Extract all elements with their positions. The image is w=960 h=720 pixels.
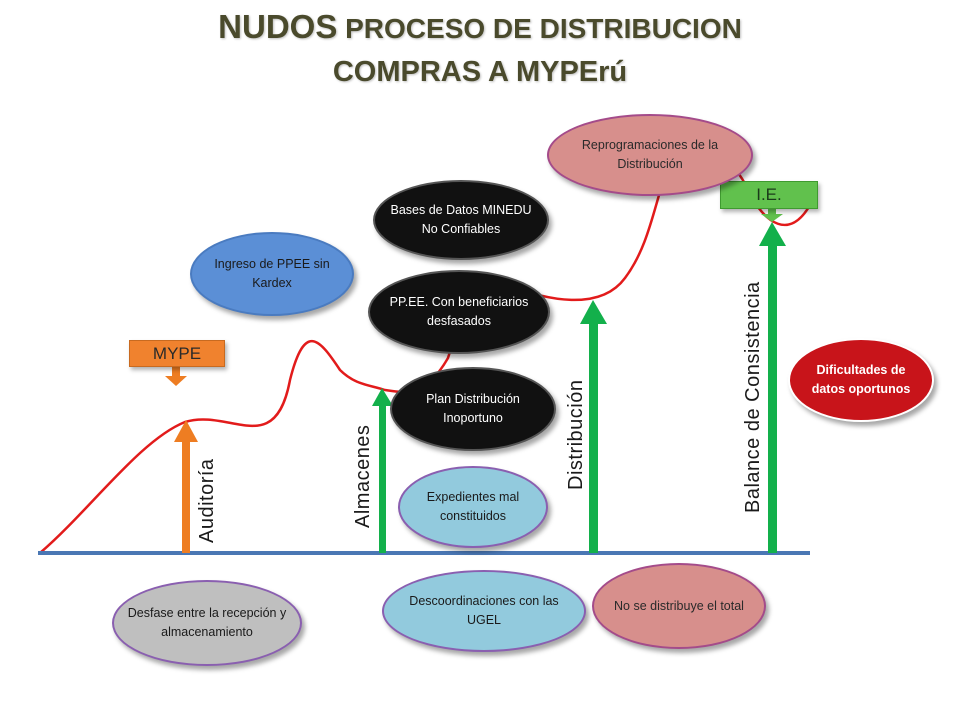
label-distribucion: Distribución: [565, 379, 587, 490]
bubble-reprogramaciones: Reprogramaciones de la Distribución: [547, 114, 753, 196]
bubble-descoordinaciones: Descoordinaciones con las UGEL: [382, 570, 586, 652]
label-balance-consistencia: Balance de Consistencia: [742, 281, 764, 513]
bubble-expedientes: Expedientes mal constituidos: [398, 466, 548, 548]
bubble-ingreso-ppee: Ingreso de PPEE sin Kardex: [190, 232, 354, 316]
bubble-bases-datos: Bases de Datos MINEDU No Confiables: [373, 180, 549, 260]
arrow-down-ie: [761, 208, 783, 222]
arrow-almacenes: [372, 388, 393, 553]
bubble-plan-distribucion: Plan Distribución Inoportuno: [390, 367, 556, 451]
title-process: PROCESO DE DISTRIBUCION: [337, 13, 742, 44]
arrow-down-mype: [165, 366, 187, 386]
arrow-distribucion: [580, 300, 607, 553]
arrow-auditoria: [174, 420, 198, 553]
arrow-balance: [759, 222, 786, 553]
label-auditoria: Auditoría: [196, 458, 218, 543]
bubble-no-se-distribuye: No se distribuye el total: [592, 563, 766, 649]
title-line-1: NUDOS PROCESO DE DISTRIBUCION: [0, 8, 960, 46]
mype-tag: MYPE: [129, 340, 225, 367]
bubble-desfase: Desfase entre la recepción y almacenamie…: [112, 580, 302, 666]
title-nudos: NUDOS: [218, 8, 338, 45]
title-line-2: COMPRAS A MYPErú: [332, 56, 628, 88]
bubble-dificultades: Dificultades de datos oportunos: [788, 338, 934, 422]
ie-tag: I.E.: [720, 181, 818, 209]
label-almacenes: Almacenes: [352, 424, 374, 528]
bubble-ppee-beneficiarios: PP.EE. Con beneficiarios desfasados: [368, 270, 550, 354]
